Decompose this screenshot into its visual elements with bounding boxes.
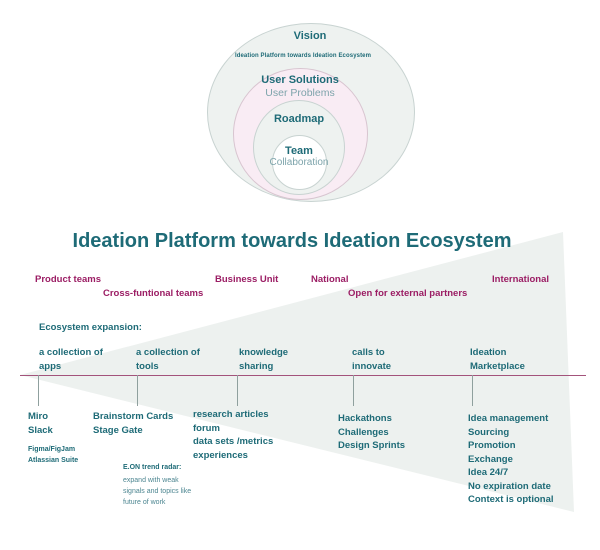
expansion-heading: Ecosystem expansion: (39, 322, 142, 333)
stage-label-apps: a collection of apps (39, 347, 103, 372)
audience-cross-functional-teams: Cross-funtional teams (103, 288, 204, 299)
stage-label-ideation-marketplace: Ideation Marketplace (470, 347, 525, 372)
team-label: Team (285, 145, 313, 157)
roadmap-label: Roadmap (273, 113, 325, 125)
vision-subtitle: Ideation Platform towards Ideation Ecosy… (234, 53, 372, 59)
trend-radar-note-title: E.ON trend radar: (123, 464, 182, 471)
vision-label: Vision (293, 30, 327, 42)
team-circle (272, 135, 327, 190)
user-solutions-label: User Solutions (261, 74, 339, 86)
stage-items-calls-to-innovate: Hackathons Challenges Design Sprints (338, 413, 406, 451)
stage-label-knowledge-sharing: knowledge sharing (239, 347, 289, 372)
timeline-axis (20, 375, 586, 376)
collaboration-label: Collaboration (269, 157, 329, 168)
audience-product-teams: Product teams (35, 274, 101, 285)
timeline-tick-1 (38, 375, 39, 406)
user-problems-label: User Problems (265, 87, 335, 99)
stage-subitems-apps: Figma/FigJam Atlassian Suite (28, 446, 79, 464)
audience-business-unit: Business Unit (215, 274, 279, 285)
stage-label-tools: a collection of tools (136, 347, 200, 372)
timeline-tick-5 (472, 375, 473, 406)
growth-triangle-shape (20, 232, 574, 512)
timeline-tick-3 (237, 375, 238, 406)
stage-items-apps: Miro Slack (28, 411, 53, 436)
section-title: Ideation Platform towards Ideation Ecosy… (72, 230, 512, 252)
timeline-tick-2 (137, 375, 138, 406)
stage-items-tools: Brainstorm Cards Stage Gate (93, 411, 174, 436)
trend-radar-note-body: expand with weak signals and topics like… (123, 477, 192, 506)
stage-label-calls-to-innovate: calls to innovate (352, 347, 392, 372)
stage-items-knowledge-sharing: research articles forum data sets /metri… (193, 409, 274, 461)
audience-national: National (311, 274, 349, 285)
audience-international: International (492, 274, 550, 285)
stage-items-ideation-marketplace: Idea management Sourcing Promotion Excha… (468, 413, 554, 505)
audience-open-external-partners: Open for external partners (348, 288, 468, 299)
timeline-tick-4 (353, 375, 354, 406)
